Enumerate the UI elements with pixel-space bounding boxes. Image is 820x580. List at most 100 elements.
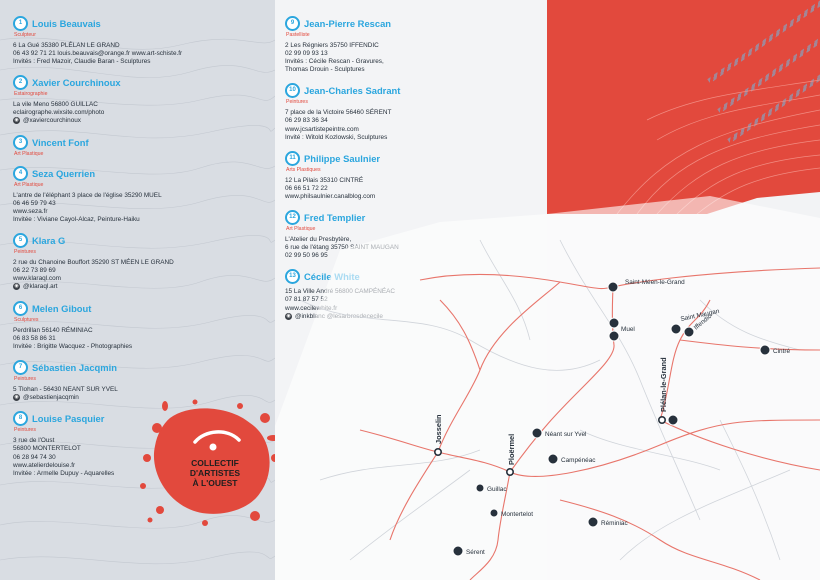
instagram-handle: @xaviercourchinoux — [23, 117, 81, 125]
artist-detail-line: Invitée : Brigitte Wacquez - Photographi… — [13, 342, 133, 350]
map-label-saint-meen: Saint-Méen-le-Grand — [625, 279, 685, 286]
marker-number-icon: 7 — [13, 359, 28, 375]
map-town-plelan: Plélan-le-Grand — [659, 357, 668, 412]
artist-detail-line: 2 rue du Chanoine Bouffort 35290 ST MÉEN… — [13, 259, 174, 267]
map-town-josselin: Josselin — [434, 414, 443, 444]
artist-heading: 5 Klara G — [13, 233, 263, 249]
map-main-roads — [359, 267, 820, 580]
artist-name: Vincent Fonf — [32, 136, 89, 148]
artist-detail-line: 02 99 50 96 95 — [285, 252, 328, 260]
artist-detail-line: Perdrillan 56140 RÉMINIAC — [13, 326, 93, 334]
artist-discipline: Arts Plastiques — [286, 166, 321, 173]
artist-discipline: Art Plastique — [14, 150, 44, 157]
artist-detail-line: 06 29 83 36 34 — [285, 117, 328, 125]
artist-name: Jean-Pierre Rescan — [304, 18, 392, 29]
map-town-ploermel: Ploërmel — [507, 434, 516, 465]
artist-detail-line: 2 Les Régniers 35750 IFFENDIC — [285, 42, 379, 49]
map-label-muel: Muel — [621, 326, 635, 333]
artist-name: Fred Templier — [304, 212, 366, 224]
map-minor-roads — [299, 239, 801, 561]
artist-detail-line: 06 43 92 71 21 louis.beauvais@orange.fr … — [13, 50, 183, 58]
artist-name: Louis Beauvais — [32, 18, 101, 29]
artist-detail-line: 7 place de la Victoire 56460 SÉRENT — [285, 109, 392, 117]
artist-heading: 8 Louise Pasquier — [13, 411, 263, 427]
artist-detail-line: 12 La Pilais 35310 CINTRÉ — [285, 176, 364, 184]
artist-name: Klara G — [32, 235, 66, 247]
marker-number-icon: 8 — [13, 411, 28, 427]
artist-detail-line: www.jcsartistepeintre.com — [285, 125, 359, 133]
artist-detail-line: 5 Tlohan - 56430 NEANT SUR YVEL — [13, 385, 118, 393]
marker-number-icon: 3 — [13, 134, 28, 150]
map-label-montertelot: Montertelot — [501, 511, 533, 518]
artist-discipline: Estairographie — [14, 91, 48, 98]
marker-number-icon: 9 — [285, 16, 300, 31]
logo-line-2: D'ARTISTES — [190, 468, 241, 478]
instagram-handle: @klaraql.art — [23, 283, 58, 291]
artist-name: Seza Querrien — [32, 167, 96, 179]
artist-detail-line: www.seza.fr — [13, 207, 48, 215]
artist-detail-line: La vile Meno 56800 GUILLAC — [13, 101, 98, 109]
artist-discipline: Peintures — [14, 375, 36, 382]
background-contour-lines — [0, 37, 275, 565]
marker-number-icon: 13 — [285, 269, 300, 285]
artist-detail-line: 56800 MONTERTELOT — [13, 445, 81, 453]
artist-discipline: Art Plastique — [14, 181, 44, 188]
artist-detail-line: www.philsaulnier.canalblog.com — [285, 192, 376, 200]
right-panel — [547, 0, 820, 580]
instagram-icon: ◉ — [13, 117, 20, 125]
instagram-icon: ◉ — [13, 394, 20, 402]
artist-discipline: Sculptures — [14, 316, 39, 323]
artist-name: Xavier Courchinoux — [32, 77, 121, 89]
map-label-reminiac: Réminiac — [601, 520, 628, 527]
artist-detail-line: L'antre de l'éléphant 3 place de l'églis… — [13, 191, 162, 199]
artist-heading: 3 Vincent Fonf — [13, 134, 263, 150]
artist-discipline: Sculpteur — [14, 32, 36, 38]
artist-detail-line: 6 La Gué 35380 PLÉLAN LE GRAND — [13, 42, 120, 49]
map-label-serent: Sérent — [466, 549, 485, 556]
artist-detail-line: Invitée : Armelle Dupuy - Aquarelles — [13, 469, 115, 477]
marker-number-icon: 5 — [13, 233, 28, 249]
marker-number-icon: 6 — [13, 300, 28, 316]
artist-detail-line: L'Atelier du Presbytère, — [285, 236, 352, 244]
artist-detail-line: 07 81 87 57 52 — [285, 296, 328, 304]
marker-number-icon: 1 — [13, 16, 28, 31]
artist-discipline: Art Plastique — [286, 226, 316, 233]
map-label-campeneac: Campénéac — [561, 457, 596, 464]
artist-detail-line: 06 22 73 89 69 — [13, 267, 56, 275]
instagram-handle: @sebastienjacqmin — [23, 394, 79, 402]
logo-line-1: COLLECTIF — [191, 458, 239, 468]
artist-detail-line: Invité : Witold Kozlowski, Sculptures — [285, 133, 388, 141]
artist-detail-line: Invités : Fred Mazoir, Claudie Baran - S… — [13, 58, 151, 66]
map-label-guillac: Guillac — [487, 486, 507, 493]
artist-detail-line: eclairographe.wixsite.com/photo — [13, 109, 105, 117]
marker-number-icon: 10 — [285, 83, 300, 99]
artist-detail-line: 06 46 59 79 43 — [13, 199, 56, 207]
artist-detail-line: 06 83 58 86 31 — [13, 334, 56, 342]
artist-heading: 1 Louis Beauvais — [13, 16, 263, 31]
instagram-line: ◉@xaviercourchinoux — [13, 117, 263, 125]
artist-detail-line: 3 rue de l'Oust — [13, 437, 55, 445]
artist-detail-line: www.atelierdelouise.fr — [13, 461, 76, 469]
instagram-line: ◉@sebastienjacqmin — [13, 394, 263, 402]
artist-detail-line: Invitée : Viviane Cayol-Alcaz, Peinture-… — [13, 216, 140, 224]
artist-name: Louise Pasquier — [32, 413, 105, 425]
artist-discipline: Peintures — [14, 427, 36, 434]
